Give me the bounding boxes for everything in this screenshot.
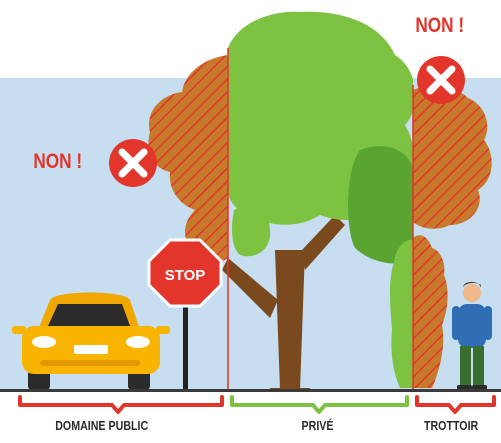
bracket-domaine-public [18,395,224,414]
hedge-private [390,239,413,388]
pedestrian-icon [452,281,492,390]
canopy-overhang-public [148,55,228,263]
non-label-left: NON ! [33,150,83,173]
tree-trunk [222,215,345,392]
canopy-overhang-sidewalk [413,85,492,229]
tree-canopy-private [228,11,413,264]
bracket-prive [230,395,409,414]
stop-sign-icon: STOP [147,238,223,390]
non-label-right: NON ! [415,14,465,37]
label-prive: PRIVÉ [301,418,334,433]
label-domaine-public: DOMAINE PUBLIC [55,418,149,433]
forbidden-x-icon [417,56,465,104]
label-trottoir: TROTTOIR [423,418,479,433]
ground-line [0,389,501,392]
stop-sign-text: STOP [165,267,206,284]
car-icon [12,292,170,390]
hedge-overhang-sidewalk [413,235,448,388]
bracket-trottoir [415,395,496,414]
forbidden-x-icon [109,139,157,187]
